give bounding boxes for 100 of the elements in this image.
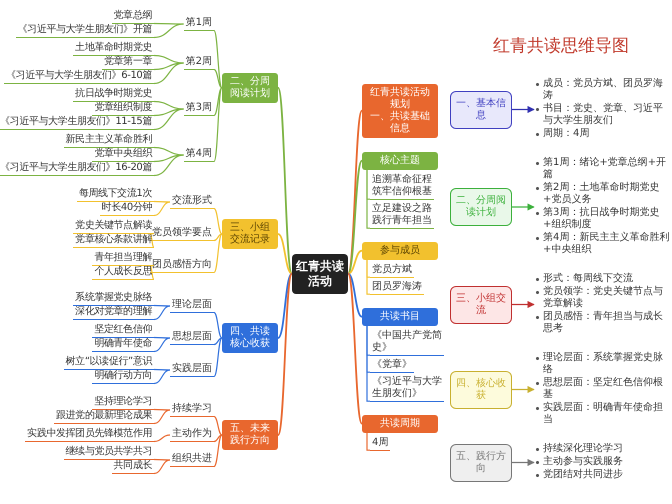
branch-connector bbox=[154, 54, 184, 64]
arrow bbox=[512, 300, 535, 308]
branch-box: 参与成员 bbox=[362, 242, 438, 260]
leaf-label: 党史关键节点解读 bbox=[73, 220, 154, 234]
branch-connector bbox=[214, 416, 222, 436]
branch-connector bbox=[154, 337, 170, 352]
leaf-label: 党章组织制度 bbox=[92, 102, 154, 116]
branch-connector bbox=[214, 87, 222, 162]
leaf-label: 《习近平与大学生朋友们》开篇 bbox=[16, 24, 154, 38]
branch-connector bbox=[154, 200, 170, 203]
subtopic-label: 组织共进 bbox=[170, 453, 214, 467]
branch-box: 三、小组交流记录 bbox=[222, 219, 278, 249]
leaf-label: 时长40分钟 bbox=[100, 202, 154, 216]
leaf-label: 党章中央组织 bbox=[92, 148, 154, 162]
branch-connector bbox=[214, 434, 222, 467]
leaf-label: 继续与党员共学共习 bbox=[64, 446, 154, 460]
leaf-label: 青年担当理解 bbox=[92, 252, 154, 266]
section-box: 一、基本信息 bbox=[450, 90, 512, 128]
branch-box: 四、共读核心收获 bbox=[222, 323, 278, 353]
subtopic-label: 团员感悟方向 bbox=[150, 259, 214, 273]
branch-box: 五、未来践行方向 bbox=[222, 420, 278, 450]
section-box: 三、小组交流 bbox=[450, 286, 512, 324]
leaf-label: 追溯革命征程 bbox=[372, 174, 432, 186]
leaf-label: 党章总纲 bbox=[112, 10, 154, 24]
leaf-label: 新民主主义革命胜利 bbox=[64, 134, 154, 148]
branch-connector bbox=[154, 434, 170, 442]
branch-label: 红青共读活动规划 bbox=[369, 86, 431, 110]
section-box: 五、践行方向 bbox=[450, 444, 512, 482]
leaf-label: 立足建设之路 bbox=[372, 202, 432, 214]
branch-connector bbox=[347, 110, 363, 274]
branch-connector bbox=[277, 272, 293, 339]
leaf-label: 共同成长 bbox=[112, 460, 154, 474]
branch-connector bbox=[154, 368, 170, 371]
branch-box bbox=[362, 84, 438, 138]
section-box: 四、核心收获 bbox=[450, 370, 512, 408]
branch-connector bbox=[154, 154, 184, 176]
leaf-label: 实践中发挥团员先锋模范作用 bbox=[25, 428, 154, 442]
leaf-label: 党章第一章 bbox=[102, 56, 154, 70]
leaf-label: 深化对党章的理解 bbox=[73, 306, 154, 320]
branch-connector bbox=[154, 108, 184, 130]
branch-connector bbox=[154, 304, 170, 307]
branch-connector bbox=[366, 432, 370, 451]
branch-connector bbox=[214, 233, 222, 242]
leaf-label: 坚持理论学习 bbox=[92, 396, 154, 410]
branch-connector bbox=[347, 160, 363, 274]
leaf-label: 《习近平与大学生朋友们》16-20篇 bbox=[0, 162, 154, 176]
branch-connector bbox=[214, 208, 222, 234]
branch-label: 一、共读基础信息 bbox=[369, 110, 431, 135]
leaf-label: 践行青年担当 bbox=[372, 214, 432, 227]
branch-connector bbox=[278, 233, 292, 274]
branch-connector bbox=[214, 337, 222, 346]
leaf-label: 4周 bbox=[370, 436, 390, 451]
branch-connector bbox=[154, 336, 170, 339]
branch-connector bbox=[154, 409, 170, 424]
leaf-label: 党员方斌 bbox=[370, 264, 414, 278]
leaf-label: 团员罗海涛 bbox=[370, 280, 424, 295]
branch-connector bbox=[348, 272, 362, 318]
leaf-label: 筑牢信仰根基 bbox=[372, 186, 432, 198]
arrow bbox=[512, 458, 535, 466]
leaf-label: 《习近平与大学生朋友们》6-10篇 bbox=[4, 70, 154, 84]
branch-connector bbox=[347, 273, 363, 424]
branch-connector bbox=[214, 68, 222, 88]
branch-connector bbox=[154, 408, 170, 411]
branch-box: 共读书目 bbox=[362, 308, 438, 326]
branch-box: 共读周期 bbox=[362, 414, 438, 433]
branch-connector bbox=[154, 305, 170, 320]
branch-connector bbox=[154, 100, 184, 110]
leaf-label: 明确青年使命 bbox=[92, 338, 154, 352]
branch-connector bbox=[348, 250, 362, 275]
branch-connector bbox=[214, 234, 222, 273]
central-topic-box: 红青共读活动 bbox=[292, 254, 348, 294]
subtopic-label: 思想层面 bbox=[170, 331, 214, 345]
section-box: 二、分周阅读计划 bbox=[450, 188, 512, 226]
branch-connector bbox=[366, 260, 370, 295]
subtopic-label: 第2周 bbox=[184, 56, 214, 70]
subtopic-label: 实践层面 bbox=[170, 363, 214, 377]
branch-connector bbox=[154, 459, 170, 474]
branch-connector bbox=[277, 87, 293, 274]
leaf-label: 系统掌握党史脉络 bbox=[73, 292, 154, 306]
leaf-label: 明确行动方向 bbox=[92, 370, 154, 384]
leaf-label: 跟进党的最新理论成果 bbox=[54, 410, 154, 424]
branch-box: 核心主题 bbox=[362, 152, 438, 170]
leaf-label: 树立“以读促行”意识 bbox=[64, 356, 154, 370]
arrow bbox=[512, 386, 535, 394]
branch-connector bbox=[214, 338, 222, 377]
subtopic-label: 第1周 bbox=[184, 17, 214, 31]
branch-connector bbox=[277, 273, 293, 436]
subtopic-label: 持续学习 bbox=[170, 403, 214, 417]
branch-connector bbox=[366, 170, 370, 229]
leaf-label: 《习近平与大学生朋友们》11-15篇 bbox=[0, 116, 154, 130]
subtopic-label: 第4周 bbox=[184, 148, 214, 162]
branch-connector bbox=[154, 62, 184, 84]
leaf-label: 《中国共产党简史》 bbox=[370, 330, 444, 356]
branch-connector bbox=[154, 146, 184, 156]
branch-connector bbox=[214, 87, 222, 116]
leaf-label: 《习近平与大学生朋友们》 bbox=[370, 376, 444, 402]
branch-box: 二、分周阅读计划 bbox=[222, 72, 278, 103]
branch-connector bbox=[214, 312, 222, 338]
branch-connector bbox=[150, 232, 154, 235]
leaf-label: 土地革命时期党史 bbox=[73, 42, 154, 56]
